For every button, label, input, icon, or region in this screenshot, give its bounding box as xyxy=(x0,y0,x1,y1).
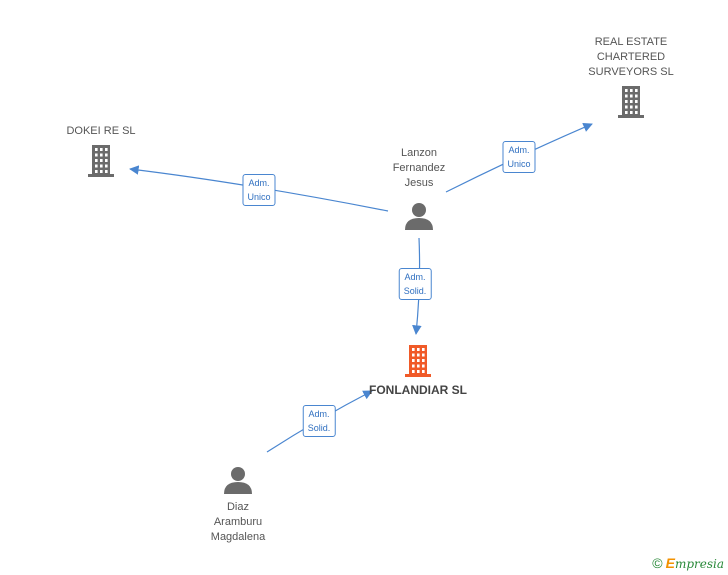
person-diaz-person-icon[interactable] xyxy=(224,467,252,494)
edge-role-badge-lanzon-to-fonlandiar[interactable]: Adm. Solid. xyxy=(398,268,432,300)
node-label-line: FONLANDIAR SL xyxy=(369,383,467,397)
node-label-line: Diaz xyxy=(226,501,249,513)
role-text: Adm. xyxy=(308,409,330,419)
node-label-line: Magdalena xyxy=(210,531,266,543)
role-text: Adm. xyxy=(508,145,530,155)
role-text: Unico xyxy=(507,159,531,169)
person-lanzon-person-icon[interactable] xyxy=(405,203,433,230)
node-label-line: Aramburu xyxy=(213,516,263,528)
node-label-line: CHARTERED xyxy=(596,51,666,63)
node-label-real-estate[interactable]: REAL ESTATE CHARTERED SURVEYORS SL xyxy=(588,35,673,80)
node-label-line: Jesus xyxy=(404,177,434,189)
role-text: Adm. xyxy=(404,272,426,282)
role-text: Solid. xyxy=(307,423,331,433)
edge-role-badge-diaz-to-fonlandiar[interactable]: Adm. Solid. xyxy=(302,405,336,437)
node-label-line: REAL ESTATE xyxy=(594,36,668,48)
role-text: Solid. xyxy=(403,286,427,296)
role-text: Adm. xyxy=(248,178,270,188)
copyright-symbol: © xyxy=(652,555,663,571)
edge-role-badge-lanzon-to-real-estate[interactable]: Adm. Unico xyxy=(502,141,536,173)
node-label-fonlandiar[interactable]: FONLANDIAR SL xyxy=(369,383,467,398)
node-label-line: Fernandez xyxy=(392,162,446,174)
node-label-line: SURVEYORS SL xyxy=(588,66,674,78)
edge-role-badge-lanzon-to-dokei[interactable]: Adm. Unico xyxy=(242,174,276,206)
role-text: Unico xyxy=(247,192,271,202)
footer-brand: © Empresia xyxy=(652,555,724,571)
company-fonlandiar-building-icon[interactable] xyxy=(405,345,431,377)
node-label-line: Lanzon xyxy=(400,147,438,159)
node-label-line: DOKEI RE SL xyxy=(66,125,136,137)
node-label-dokei[interactable]: DOKEI RE SL xyxy=(66,124,135,139)
company-dokei-building-icon[interactable] xyxy=(88,145,114,177)
company-real-estate-building-icon[interactable] xyxy=(618,86,644,118)
brand-logo: Empresia xyxy=(665,555,724,571)
